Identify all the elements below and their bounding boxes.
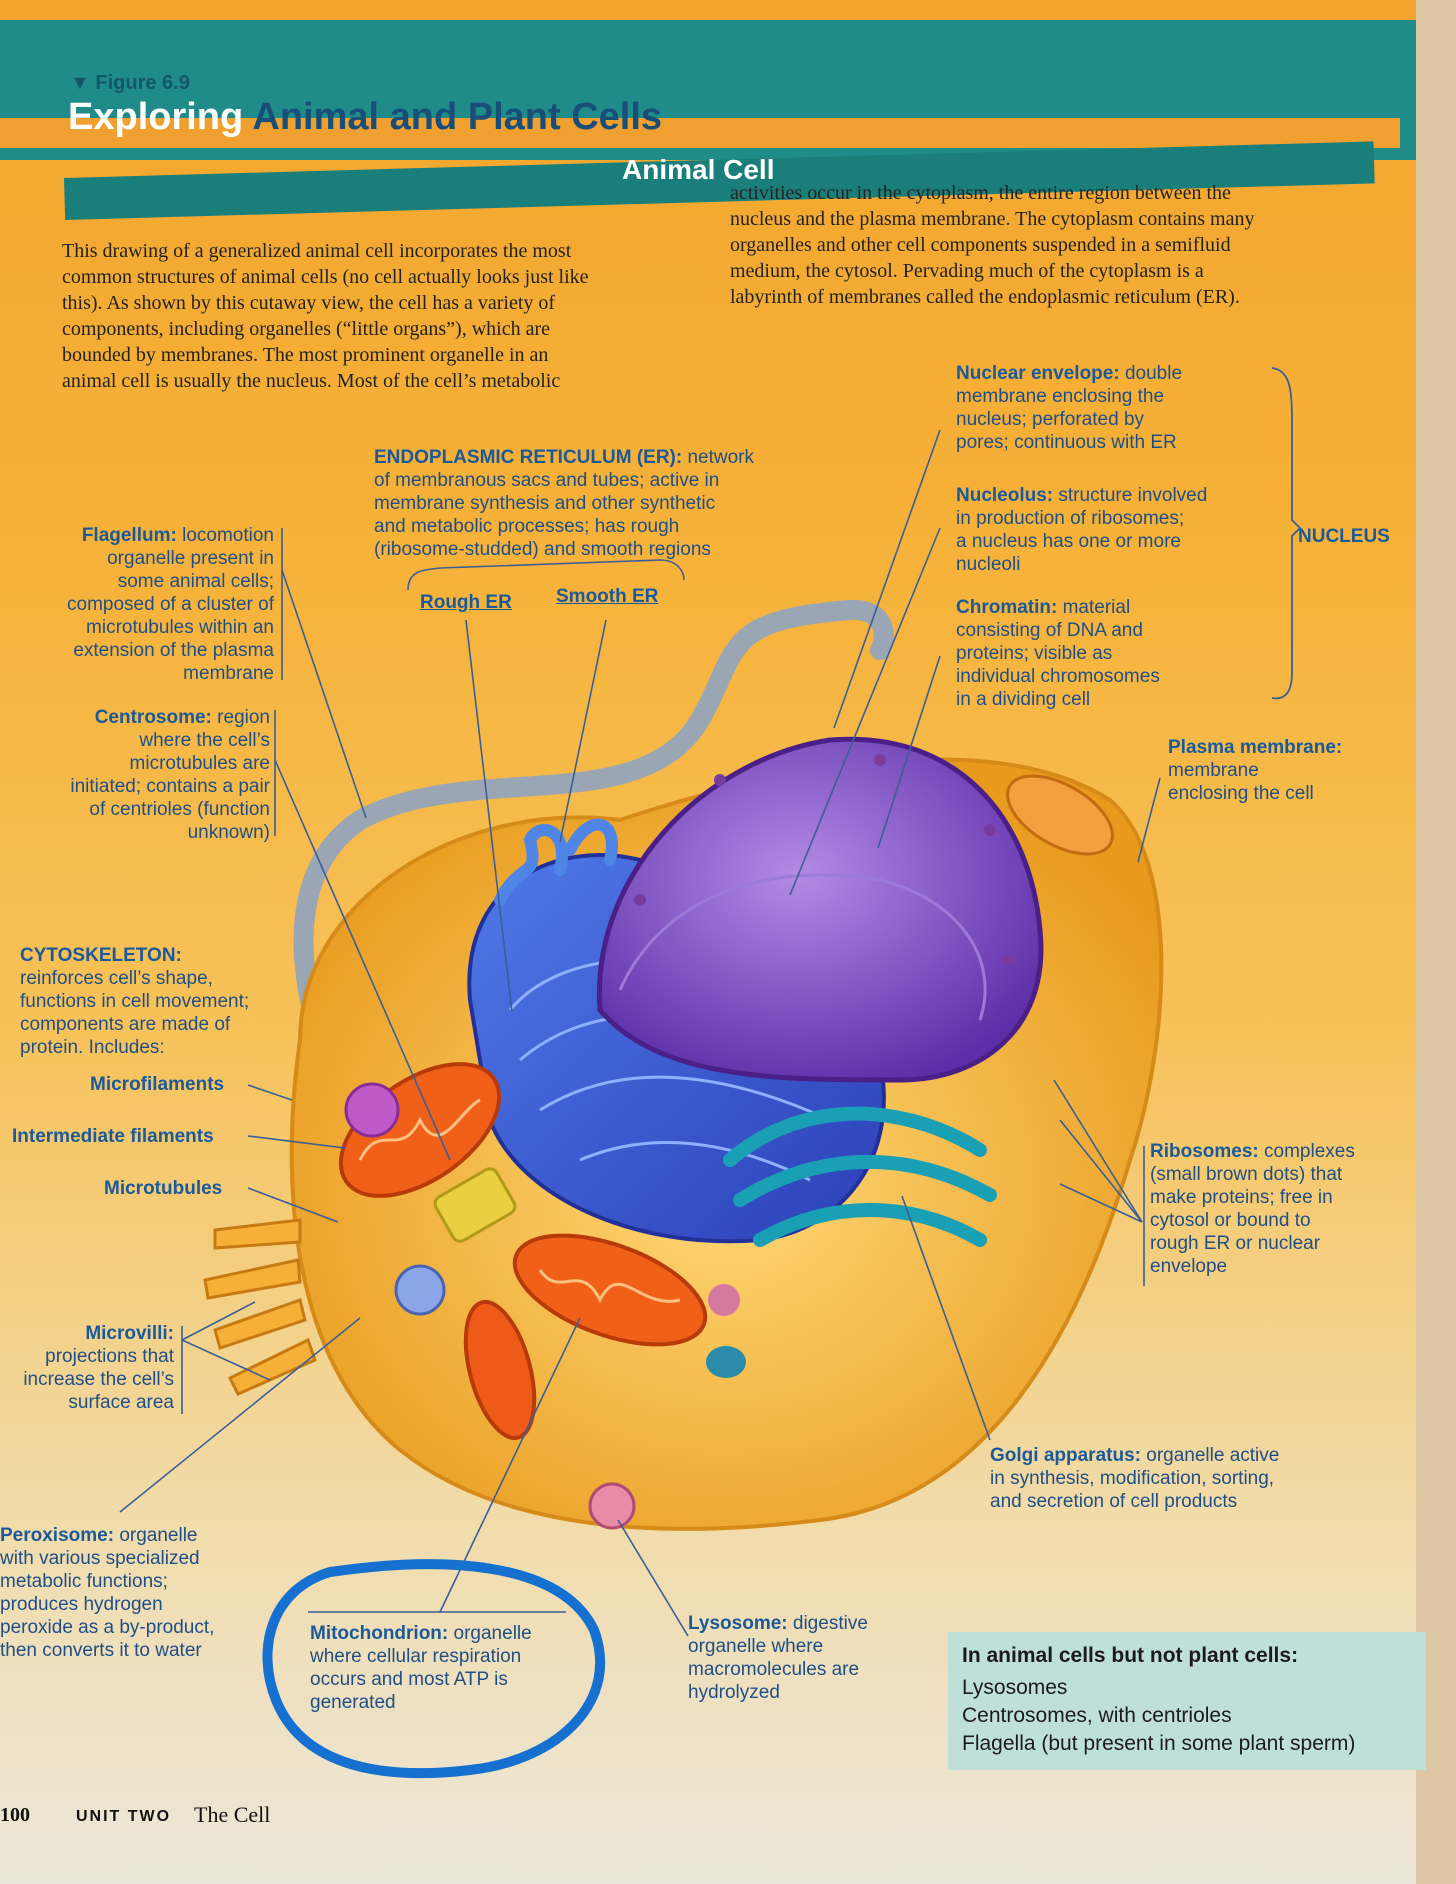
nucleus-label: NUCLEUS xyxy=(1298,526,1390,547)
annotation-circle xyxy=(262,1559,605,1779)
page-number: 100 xyxy=(0,1804,30,1826)
section-title: Animal Cell xyxy=(622,154,775,185)
microtubules-label: Microtubules xyxy=(104,1178,223,1199)
golgi-shape xyxy=(723,1106,997,1247)
infobox-item: Centrosomes, with centrioles xyxy=(962,1704,1232,1727)
smooth-er-shape xyxy=(494,818,618,906)
mitochondrion-shape xyxy=(338,1062,708,1441)
centrosome-shape xyxy=(433,1167,517,1243)
cytoskeleton-label: CYTOSKELETON:reinforces cell’s shape,fun… xyxy=(20,945,250,1058)
figure-label: ▼ Figure 6.9 xyxy=(70,72,190,94)
vacuole-shape xyxy=(1006,774,1114,856)
flagellum-shape xyxy=(293,599,894,1050)
lysosome-shape xyxy=(588,1482,636,1530)
intro-column-1: This drawing of a generalized animal cel… xyxy=(62,240,589,392)
vesicle-shape xyxy=(344,1082,400,1138)
intermediate-filaments-label: Intermediate filaments xyxy=(12,1126,214,1147)
microvilli-shape xyxy=(203,1218,317,1396)
rough-er-label: Rough ER xyxy=(420,592,512,613)
page-edge xyxy=(1416,0,1456,1884)
infobox-item: Lysosomes xyxy=(962,1676,1068,1699)
unit-label: UNIT TWO xyxy=(76,1808,172,1825)
nucleus-shape xyxy=(596,736,1044,1083)
animal-only-box: In animal cells but not plant cells: Lys… xyxy=(948,1632,1426,1770)
microfilaments-label: Microfilaments xyxy=(90,1074,225,1095)
header-stripe xyxy=(0,118,1400,148)
peroxisome-shape xyxy=(394,1264,446,1316)
page-title: Exploring Animal and Plant Cells xyxy=(68,96,663,138)
chapter-label: The Cell xyxy=(194,1802,271,1827)
infobox-title: In animal cells but not plant cells: xyxy=(962,1644,1299,1667)
intro-column-2: activities occur in the cytoplasm, the e… xyxy=(730,182,1255,308)
infobox-item: Flagella (but present in some plant sper… xyxy=(962,1732,1356,1755)
smooth-er-label: Smooth ER xyxy=(556,586,659,607)
ribosomes-label: Ribosomes: complexes(small brown dots) t… xyxy=(1150,1141,1355,1277)
